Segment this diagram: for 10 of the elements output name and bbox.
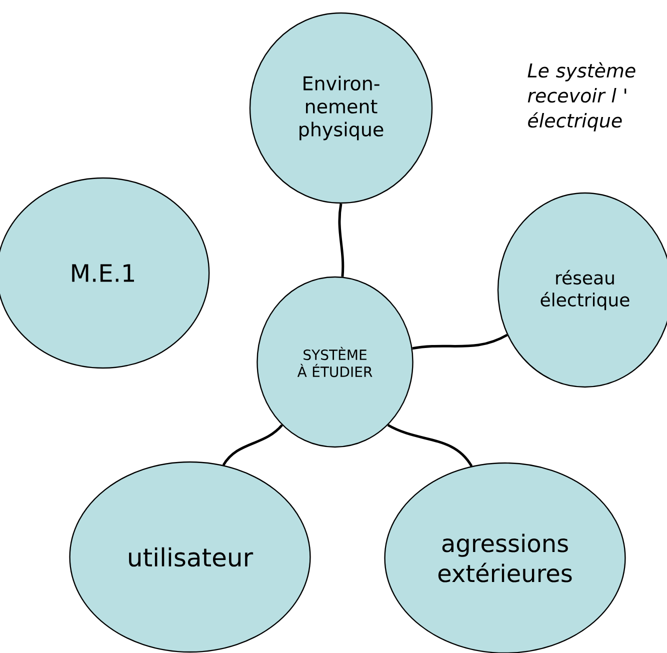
circle-node: Environ- nement physique	[249, 12, 433, 204]
circle-node: agressions extérieures	[384, 462, 626, 653]
circle-node: utilisateur	[69, 461, 311, 653]
circle-node: SYSTÈME À ÉTUDIER	[256, 276, 414, 448]
circle-node: réseau électrique	[497, 192, 667, 388]
connector-line	[387, 424, 473, 467]
connector-line	[222, 424, 283, 466]
connector-line	[338, 203, 344, 277]
connector-line	[412, 334, 508, 350]
note-text: Le système recevoir l ' électrique	[528, 62, 636, 132]
